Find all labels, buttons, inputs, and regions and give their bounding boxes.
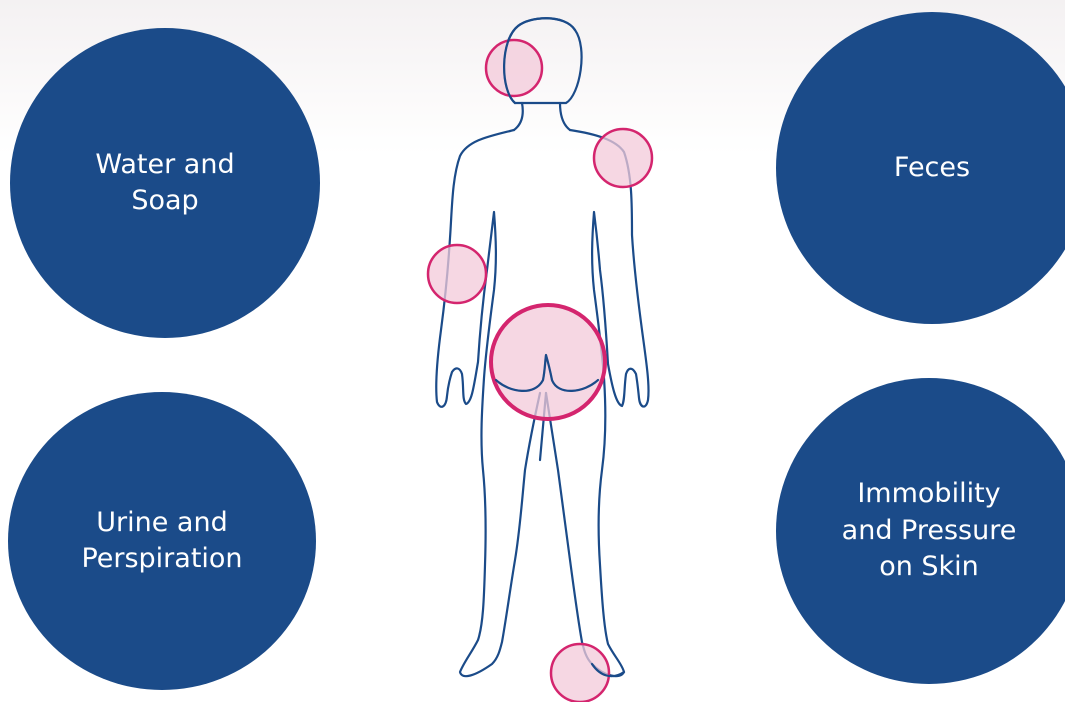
highlight-right-shoulder (594, 129, 652, 187)
highlight-left-elbow (428, 245, 486, 303)
highlight-back-of-head (486, 40, 542, 96)
neck-outline (514, 103, 570, 130)
